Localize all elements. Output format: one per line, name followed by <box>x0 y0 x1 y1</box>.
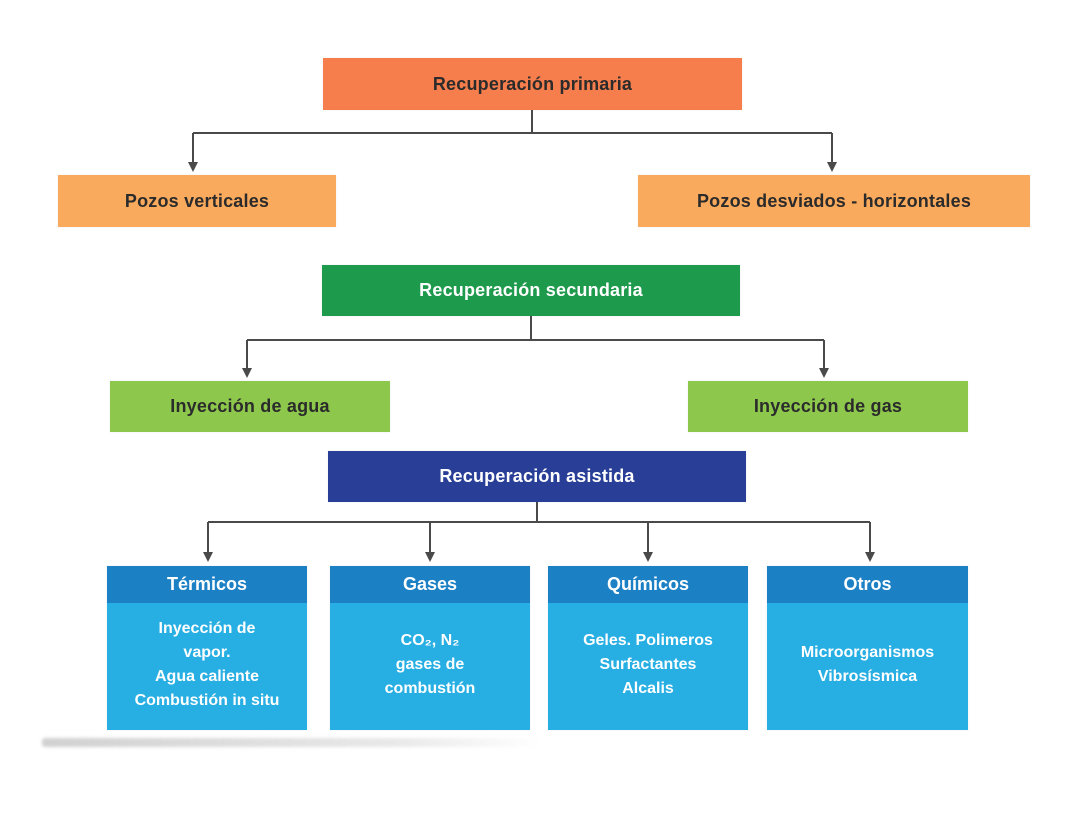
category-header: Otros <box>767 566 968 603</box>
category-body: CO₂, N₂ gases de combustión <box>330 603 530 730</box>
water-injection-box: Inyección de agua <box>110 381 390 432</box>
category-line: Geles. Polimeros <box>583 631 713 649</box>
arrowhead <box>188 162 198 172</box>
category-line: Microorganismos <box>800 643 935 661</box>
arrowhead <box>203 552 213 562</box>
category-line: Surfactantes <box>599 655 697 673</box>
blurred-caption-band <box>42 738 542 747</box>
category-body: Inyección de vapor. Agua caliente Combus… <box>107 603 307 730</box>
category-header: Térmicos <box>107 566 307 603</box>
category-body: Microorganismos Vibrosísmica <box>767 603 968 730</box>
category-line: Combustión in situ <box>134 691 280 709</box>
deviated-wells-box: Pozos desviados - horizontales <box>638 175 1030 227</box>
category-header: Químicos <box>548 566 748 603</box>
primary-recovery-box: Recuperación primaria <box>323 58 742 110</box>
arrowhead <box>425 552 435 562</box>
vertical-wells-box: Pozos verticales <box>58 175 336 227</box>
category-thermal: Térmicos Inyección de vapor. Agua calien… <box>107 566 307 730</box>
arrowhead <box>865 552 875 562</box>
category-gases: Gases CO₂, N₂ gases de combustión <box>330 566 530 730</box>
category-others: Otros Microorganismos Vibrosísmica <box>767 566 968 730</box>
primary-recovery-label: Recuperación primaria <box>432 73 633 94</box>
category-line: Alcalis <box>622 679 674 697</box>
category-header: Gases <box>330 566 530 603</box>
arrowhead <box>643 552 653 562</box>
category-body: Geles. Polimeros Surfactantes Alcalis <box>548 603 748 730</box>
arrowhead <box>242 368 252 378</box>
category-line: vapor. <box>183 643 231 661</box>
deviated-wells-label: Pozos desviados - horizontales <box>696 190 972 211</box>
arrowhead <box>827 162 837 172</box>
arrowhead <box>819 368 829 378</box>
vertical-wells-label: Pozos verticales <box>124 190 270 211</box>
category-line: combustión <box>384 679 476 697</box>
category-chemical: Químicos Geles. Polimeros Surfactantes A… <box>548 566 748 730</box>
enhanced-recovery-label: Recuperación asistida <box>439 466 635 486</box>
secondary-recovery-box: Recuperación secundaria <box>322 265 740 316</box>
category-line: Vibrosísmica <box>817 667 918 685</box>
category-line: gases de <box>395 655 465 673</box>
gas-injection-box: Inyección de gas <box>688 381 968 432</box>
category-line: Agua caliente <box>154 667 260 685</box>
enhanced-recovery-box: Recuperación asistida <box>328 451 746 502</box>
gas-injection-label: Inyección de gas <box>753 396 903 416</box>
category-line: CO₂, N₂ <box>400 631 460 649</box>
category-line: Inyección de <box>158 619 256 637</box>
secondary-recovery-label: Recuperación secundaria <box>419 280 643 300</box>
water-injection-label: Inyección de agua <box>170 396 330 416</box>
